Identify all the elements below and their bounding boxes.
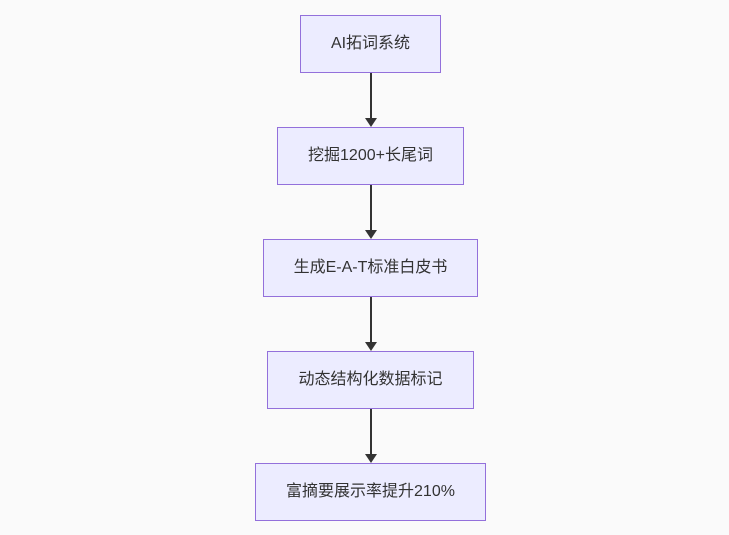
node-label: 动态结构化数据标记	[298, 371, 443, 388]
node-label: 生成E-A-T标准白皮书	[293, 259, 448, 276]
flow-arrow-3-4	[364, 297, 377, 351]
arrow-line	[369, 185, 372, 230]
arrow-down-icon	[364, 118, 377, 127]
flowchart-node-longtail-mining: 挖掘1200+长尾词	[277, 127, 464, 185]
node-label: 挖掘1200+长尾词	[308, 147, 433, 164]
arrow-down-icon	[364, 230, 377, 239]
flowchart-node-eat-whitepaper: 生成E-A-T标准白皮书	[262, 239, 479, 297]
arrow-line	[369, 297, 372, 342]
flowchart-node-structured-data-markup: 动态结构化数据标记	[267, 351, 474, 409]
flow-arrow-2-3	[364, 185, 377, 239]
node-label: AI拓词系统	[330, 35, 411, 52]
arrow-down-icon	[364, 454, 377, 463]
arrow-line	[369, 409, 372, 454]
flowchart-canvas: AI拓词系统 挖掘1200+长尾词 生成E-A-T标准白皮书 动态结构化数据标记…	[6, 0, 729, 535]
flowchart-node-ai-keyword-system: AI拓词系统	[299, 15, 442, 73]
flow-arrow-4-5	[364, 409, 377, 463]
flow-arrow-1-2	[364, 73, 377, 127]
arrow-down-icon	[364, 342, 377, 351]
arrow-line	[369, 73, 372, 118]
flowchart-node-rich-snippet-result: 富摘要展示率提升210%	[255, 463, 486, 521]
node-label: 富摘要展示率提升210%	[286, 483, 455, 500]
